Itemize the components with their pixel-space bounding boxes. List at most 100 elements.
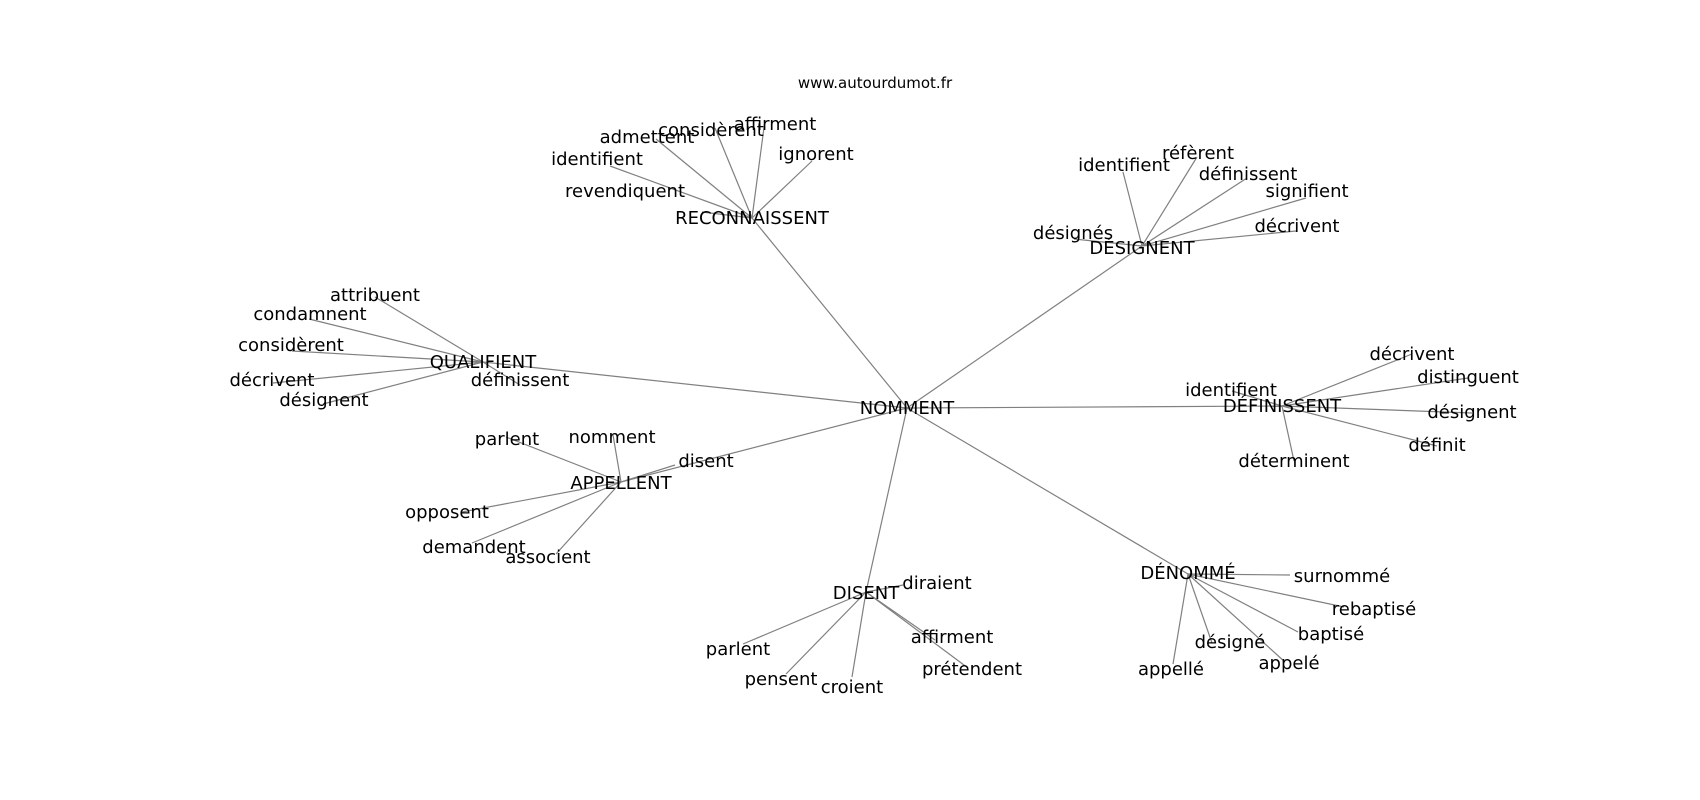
edge-definissent-leaf-4	[1281, 405, 1438, 447]
edge-denomme-leaf-3	[1187, 573, 1286, 663]
edge-definissent-leaf-3	[1281, 405, 1473, 414]
edge-center-to-reconnaissent	[751, 217, 908, 409]
leaf-disent-5[interactable]: parlent	[706, 639, 770, 660]
leaf-denomme-5[interactable]: appellé	[1138, 659, 1204, 680]
leaf-denomme-4[interactable]: désigné	[1195, 632, 1266, 653]
edge-disent-leaf-4	[785, 591, 867, 675]
edge-qualifient-leaf-5	[482, 361, 521, 386]
edge-appellent-leaf-1	[612, 434, 622, 483]
site-url: www.autourdumot.fr	[798, 74, 953, 92]
node-reconnaissent[interactable]: RECONNAISSENT	[675, 208, 830, 229]
leaf-definissent-5[interactable]: déterminent	[1238, 451, 1349, 472]
edge-definissent-leaf-2	[1281, 377, 1469, 407]
leaf-qualifient-1[interactable]: condamnent	[253, 304, 366, 325]
edge-reconnaissent-leaf-3	[714, 127, 753, 219]
edge-appellent-leaf-4	[471, 481, 622, 544]
leaf-definissent-4[interactable]: définit	[1408, 435, 1465, 456]
leaf-reconnaissent-5[interactable]: ignorent	[778, 144, 853, 165]
edge-definissent-leaf-5	[1281, 405, 1295, 462]
edge-denomme-leaf-2	[1187, 573, 1299, 633]
edge-center-to-disent	[865, 407, 908, 593]
leaf-denomme-3[interactable]: appelé	[1258, 653, 1319, 674]
node-definissent[interactable]: DÉFINISSENT	[1223, 395, 1342, 417]
leaf-qualifient-2[interactable]: considèrent	[238, 335, 344, 356]
edge-denomme-leaf-1	[1187, 573, 1345, 608]
edge-definissent-leaf-1	[1281, 353, 1413, 407]
edge-designent-leaf-5	[1141, 230, 1297, 247]
edge-designent-leaf-4	[1141, 197, 1307, 247]
edge-center-to-qualifient	[482, 361, 908, 409]
edge-designent-leaf-1	[1122, 171, 1143, 247]
leaf-reconnaissent-2[interactable]: admettent	[600, 127, 695, 148]
leaf-disent-3[interactable]: croient	[821, 677, 883, 698]
edge-designent-leaf-0	[1073, 238, 1143, 247]
leaf-appellent-5[interactable]: associent	[505, 547, 590, 568]
leaf-designent-0[interactable]: désignés	[1033, 223, 1113, 244]
edge-disent-leaf-3	[851, 591, 867, 678]
node-qualifient[interactable]: QUALIFIENT	[430, 352, 537, 373]
edge-center-to-definissent	[906, 405, 1283, 409]
center-node[interactable]: NOMMENT	[860, 398, 956, 419]
leaf-denomme-0[interactable]: surnommé	[1294, 566, 1390, 587]
leaf-disent-1[interactable]: affirment	[911, 627, 994, 648]
leaf-reconnaissent-4[interactable]: affirment	[734, 114, 817, 135]
edge-disent-leaf-0	[865, 584, 904, 593]
edge-qualifient-leaf-0	[374, 296, 484, 363]
leaf-qualifient-5[interactable]: définissent	[471, 370, 570, 391]
leaf-disent-0[interactable]: diraient	[902, 573, 971, 594]
leaf-reconnaissent-3[interactable]: considèrent	[658, 120, 764, 141]
edge-denomme-leaf-4	[1187, 573, 1213, 644]
edge-reconnaissent-leaf-0	[701, 211, 753, 219]
leaf-definissent-2[interactable]: distinguent	[1417, 367, 1519, 388]
edge-center-to-denomme	[906, 407, 1189, 575]
edge-designent-leaf-2	[1141, 156, 1198, 247]
edge-qualifient-leaf-2	[291, 350, 484, 363]
edge-appellent-leaf-2	[620, 464, 676, 483]
leaf-designent-5[interactable]: décrivent	[1255, 216, 1340, 237]
leaf-reconnaissent-0[interactable]: revendiquent	[565, 181, 685, 202]
leaf-designent-2[interactable]: réfèrent	[1162, 143, 1234, 164]
leaf-disent-2[interactable]: prétendent	[922, 659, 1022, 680]
edge-designent-leaf-3	[1141, 177, 1248, 247]
node-disent[interactable]: DISENT	[833, 583, 900, 604]
leaf-qualifient-3[interactable]: décrivent	[230, 370, 315, 391]
graph-labels: www.autourdumot.fr NOMMENT RECONNAISSENT…	[230, 74, 1519, 698]
node-appellent[interactable]: APPELLENT	[570, 473, 672, 494]
edge-qualifient-leaf-1	[308, 318, 484, 363]
edge-center-to-appellent	[620, 407, 908, 483]
edge-appellent-leaf-5	[555, 481, 622, 555]
leaf-designent-1[interactable]: identifient	[1078, 155, 1170, 176]
leaf-appellent-3[interactable]: opposent	[405, 502, 489, 523]
edge-definissent-leaf-0	[1231, 390, 1283, 407]
leaf-definissent-3[interactable]: désignent	[1427, 402, 1516, 423]
edge-denomme-leaf-0	[1187, 573, 1291, 576]
edge-appellent-leaf-3	[461, 481, 622, 513]
graph-edges	[272, 119, 1473, 678]
edge-denomme-leaf-5	[1172, 573, 1189, 665]
leaf-qualifient-0[interactable]: attribuent	[330, 285, 420, 306]
edge-qualifient-leaf-3	[272, 361, 484, 384]
edge-disent-leaf-2	[865, 591, 969, 669]
leaf-appellent-0[interactable]: parlent	[475, 429, 539, 450]
leaf-definissent-0[interactable]: identifient	[1185, 380, 1277, 401]
leaf-appellent-1[interactable]: nomment	[568, 427, 655, 448]
edge-center-to-designent	[906, 245, 1143, 409]
node-denomme[interactable]: DÉNOMMÉ	[1140, 562, 1235, 584]
leaf-qualifient-4[interactable]: désignent	[279, 390, 368, 411]
edge-reconnaissent-leaf-4	[751, 119, 766, 219]
leaf-denomme-1[interactable]: rebaptisé	[1332, 599, 1416, 620]
leaf-designent-3[interactable]: définissent	[1199, 164, 1298, 185]
edge-reconnaissent-leaf-1	[609, 165, 753, 219]
leaf-disent-4[interactable]: pensent	[745, 669, 818, 690]
leaf-reconnaissent-1[interactable]: identifient	[551, 149, 643, 170]
edge-qualifient-leaf-4	[322, 361, 484, 405]
leaf-definissent-1[interactable]: décrivent	[1370, 344, 1455, 365]
leaf-appellent-4[interactable]: demandent	[422, 537, 525, 558]
leaf-designent-4[interactable]: signifient	[1265, 181, 1348, 202]
node-designent[interactable]: DÉSIGNENT	[1089, 237, 1195, 259]
leaf-denomme-2[interactable]: baptisé	[1298, 624, 1364, 645]
edge-disent-leaf-5	[742, 591, 867, 645]
leaf-appellent-2[interactable]: disent	[678, 451, 733, 472]
edge-reconnaissent-leaf-2	[655, 138, 753, 219]
